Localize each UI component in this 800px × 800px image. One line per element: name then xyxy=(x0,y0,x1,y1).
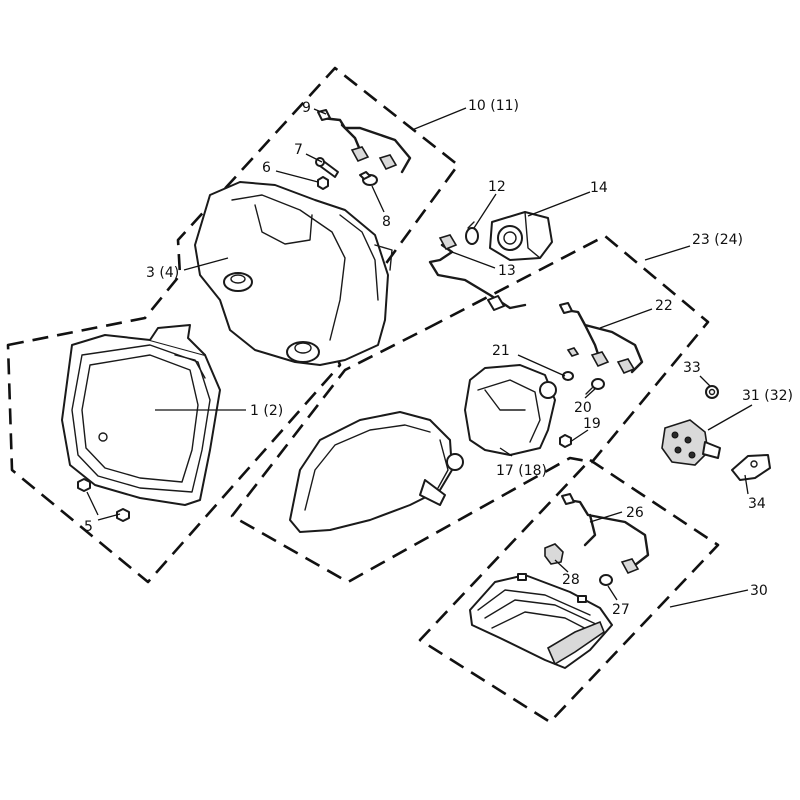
callout-8: 8 xyxy=(382,214,391,230)
callout-21: 21 xyxy=(492,343,510,359)
callout-20: 20 xyxy=(574,400,592,416)
bulb-12 xyxy=(465,221,479,245)
callout-27: 27 xyxy=(612,602,630,618)
callout-30: 30 xyxy=(750,583,768,599)
position-lamp-lens xyxy=(289,411,464,533)
group-outline-tail-lamp xyxy=(418,458,720,724)
callout-14: 14 xyxy=(590,180,608,196)
bulb-21 xyxy=(562,371,574,381)
callout-19: 19 xyxy=(583,416,601,432)
callout-31: 31 (32) xyxy=(742,388,793,404)
callout-23: 23 (24) xyxy=(692,232,743,248)
socket-14 xyxy=(489,211,553,261)
tail-lamp-lens xyxy=(469,573,613,669)
callout-22: 22 xyxy=(655,298,673,314)
bulb-27 xyxy=(599,574,613,586)
callout-26: 26 xyxy=(626,505,644,521)
bulb-8 xyxy=(359,171,378,186)
callout-6: 6 xyxy=(262,160,271,176)
switch-31 xyxy=(661,419,721,466)
bulb-20 xyxy=(585,378,605,395)
bracket-34 xyxy=(731,454,771,481)
group-outline-headlight xyxy=(6,66,460,584)
harness-13 xyxy=(428,234,527,311)
callout-10: 10 (11) xyxy=(468,98,519,114)
nut-6 xyxy=(317,176,329,190)
callout-7: 7 xyxy=(294,142,303,158)
callout-5: 5 xyxy=(84,519,93,535)
harness-22 xyxy=(559,302,644,375)
socket-28 xyxy=(544,543,564,565)
group-outline-position-lamp xyxy=(230,234,710,584)
position-lamp-housing xyxy=(464,364,557,456)
callout-12: 12 xyxy=(488,179,506,195)
headlight-housing xyxy=(194,181,393,366)
callout-33: 33 xyxy=(683,360,701,376)
callout-28: 28 xyxy=(562,572,580,588)
nut-19 xyxy=(559,434,572,448)
callout-9: 9 xyxy=(302,100,311,116)
callout-13: 13 xyxy=(498,263,516,279)
headlight-lens xyxy=(61,324,221,506)
callout-3: 3 (4) xyxy=(146,265,179,281)
callout-1: 1 (2) xyxy=(250,403,283,419)
callout-17: 17 (18) xyxy=(496,463,547,479)
screw-33 xyxy=(705,385,719,399)
screw-5 xyxy=(77,478,130,522)
harness-9 xyxy=(317,109,412,174)
leader-lines xyxy=(86,107,753,608)
callout-34: 34 xyxy=(748,496,766,512)
